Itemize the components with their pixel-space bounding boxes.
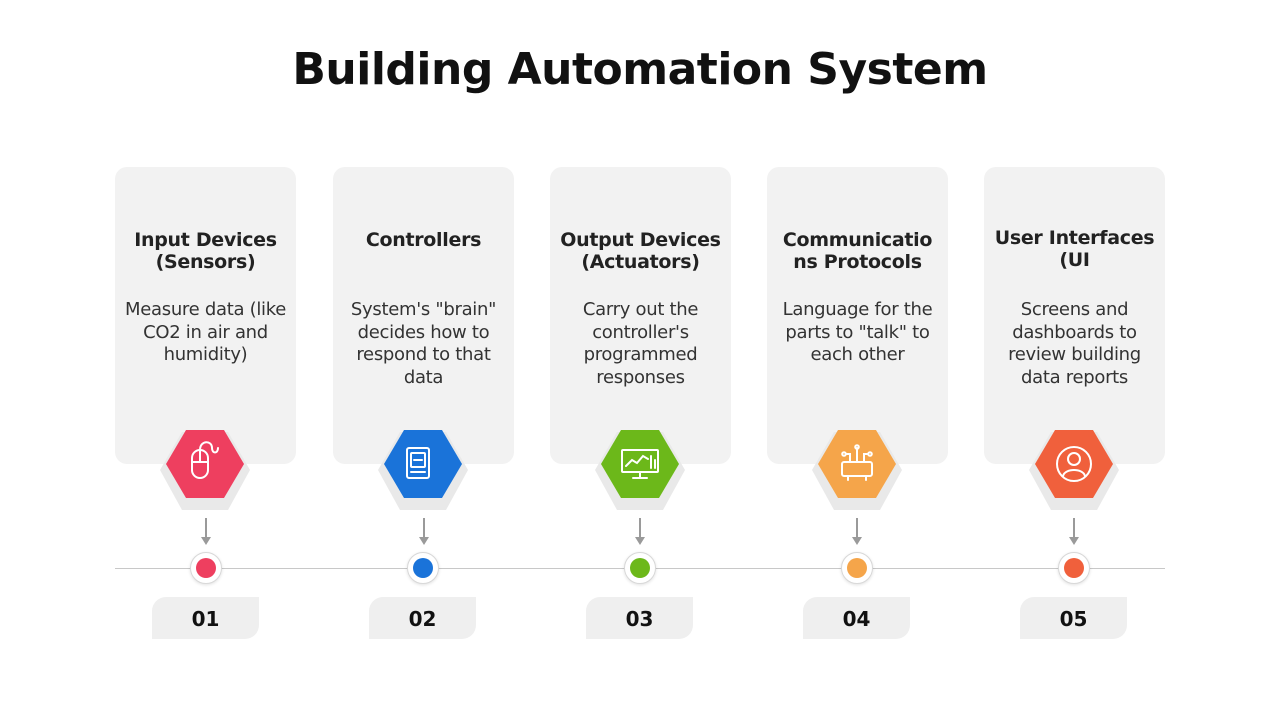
timeline-dot-3	[624, 552, 656, 584]
controller-chip-icon	[406, 447, 430, 479]
step-description: Carry out the controller's programmed re…	[582, 299, 699, 388]
step-number-3: 03	[586, 597, 693, 639]
step-card-4: Communicatio ns Protocols Language for t…	[767, 167, 948, 464]
step-description: Screens and dashboards to review buildin…	[1008, 299, 1141, 388]
step-icon-badge-1	[150, 418, 260, 514]
step-card-2: Controllers System's "brain" decides how…	[333, 167, 514, 464]
arrow-head-5	[1069, 537, 1079, 545]
monitor-chart-icon	[621, 449, 659, 479]
mouse-icon	[191, 441, 219, 479]
timeline-dot-2	[407, 552, 439, 584]
step-icon-badge-3	[585, 418, 695, 514]
step-heading: Output Devices (Actuators)	[560, 229, 721, 273]
step-heading: Input Devices (Sensors)	[134, 229, 277, 273]
step-icon-badge-2	[368, 418, 478, 514]
connector-line-2	[423, 518, 425, 538]
arrow-head-2	[419, 537, 429, 545]
step-number-5: 05	[1020, 597, 1127, 639]
arrow-head-4	[852, 537, 862, 545]
step-card-3: Output Devices (Actuators) Carry out the…	[550, 167, 731, 464]
network-device-icon	[841, 444, 873, 481]
connector-line-4	[856, 518, 858, 538]
connector-line-5	[1073, 518, 1075, 538]
step-description: Language for the parts to "talk" to each…	[782, 299, 933, 365]
slide-title: Building Automation System	[292, 44, 988, 95]
step-card-5: User Interfaces (UI Screens and dashboar…	[984, 167, 1165, 464]
step-description: System's "brain" decides how to respond …	[350, 299, 497, 388]
timeline-dot-5	[1058, 552, 1090, 584]
step-heading: Communicatio ns Protocols	[782, 229, 933, 273]
connector-line-1	[205, 518, 207, 538]
step-icon-badge-5	[1019, 418, 1129, 514]
user-icon	[1056, 446, 1092, 482]
step-heading: User Interfaces (UI	[994, 227, 1155, 271]
step-number-4: 04	[803, 597, 910, 639]
step-number-1: 01	[152, 597, 259, 639]
timeline-dot-4	[841, 552, 873, 584]
step-icon-badge-4	[802, 418, 912, 514]
arrow-head-3	[635, 537, 645, 545]
connector-line-3	[639, 518, 641, 538]
step-heading: Controllers	[365, 229, 482, 251]
step-number-2: 02	[369, 597, 476, 639]
arrow-head-1	[201, 537, 211, 545]
step-card-1: Input Devices (Sensors) Measure data (li…	[115, 167, 296, 464]
timeline-dot-1	[190, 552, 222, 584]
step-description: Measure data (like CO2 in air and humidi…	[125, 299, 286, 365]
